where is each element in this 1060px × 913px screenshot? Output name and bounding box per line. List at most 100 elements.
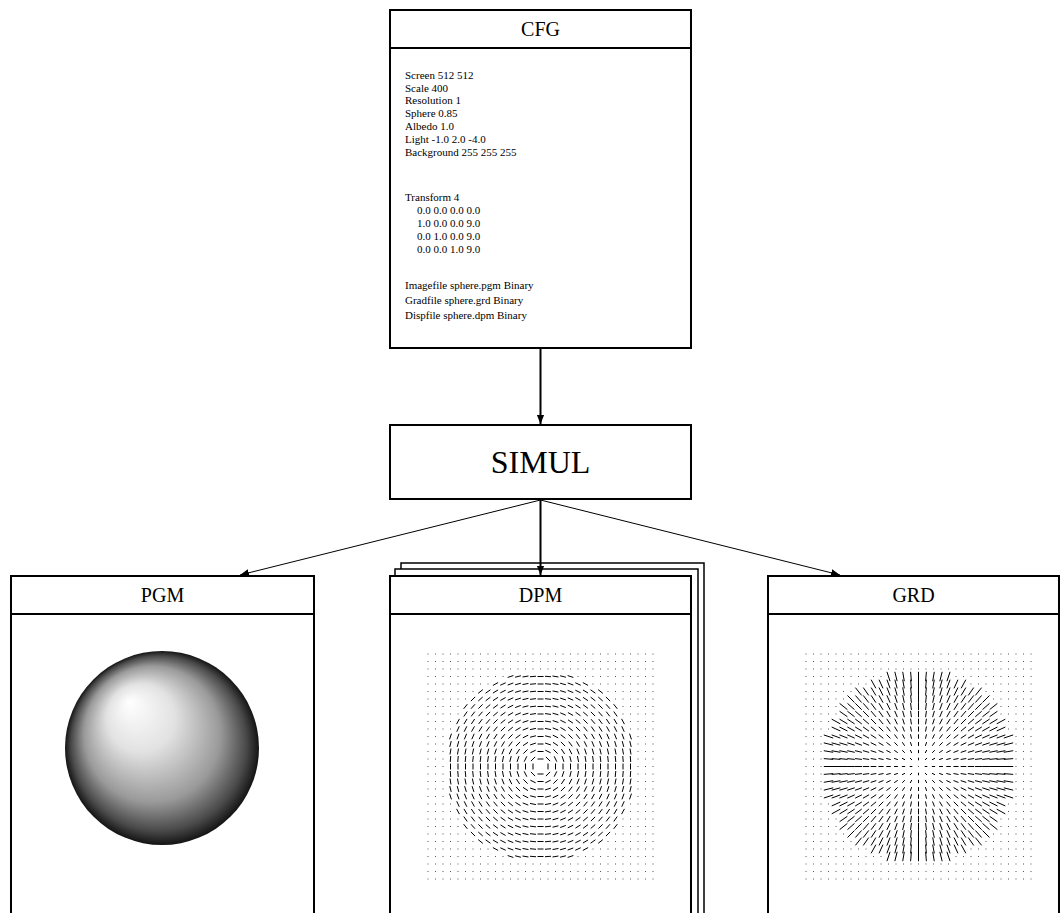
config-line: Transform 4: [405, 190, 459, 204]
field-vector: [530, 743, 536, 745]
field-vector: [493, 683, 498, 686]
grid-dot: [435, 871, 436, 872]
grid-dot: [948, 871, 949, 872]
grid-dot: [465, 856, 466, 857]
field-vector: [982, 727, 989, 731]
grid-dot: [896, 864, 897, 865]
field-vector: [947, 719, 951, 724]
grid-dot: [443, 811, 444, 812]
box-heading-band: PGM: [12, 577, 313, 615]
field-vector: [464, 801, 467, 806]
grid-dot: [555, 669, 556, 670]
field-vector: [493, 705, 498, 709]
grid-dot: [653, 826, 654, 827]
grid-dot: [918, 766, 919, 767]
field-vector: [598, 840, 603, 844]
grid-dot: [465, 871, 466, 872]
field-vector: [553, 779, 557, 783]
field-vector: [961, 743, 967, 746]
field-vector: [501, 720, 506, 724]
grid-dot: [638, 706, 639, 707]
grid-dot: [428, 699, 429, 700]
field-vector: [630, 756, 631, 762]
grid-dot: [653, 849, 654, 850]
field-vector: [975, 830, 981, 837]
field-vector: [523, 749, 527, 753]
field-vector: [989, 735, 997, 738]
field-vector: [887, 816, 890, 822]
field-vector: [832, 766, 841, 767]
grid-dot: [956, 879, 957, 880]
field-vector: [975, 781, 982, 783]
grid-dot: [645, 871, 646, 872]
field-vector: [553, 742, 558, 745]
grid-dot: [593, 849, 594, 850]
field-vector: [457, 756, 459, 762]
grid-dot: [443, 796, 444, 797]
grid-dot: [570, 879, 571, 880]
field-vector: [515, 705, 521, 707]
grid-dot: [465, 699, 466, 700]
grid-dot: [435, 714, 436, 715]
field-vector: [576, 720, 581, 724]
grid-dot: [806, 841, 807, 842]
field-vector: [863, 823, 869, 829]
field-vector: [925, 687, 927, 695]
grid-dot: [993, 684, 994, 685]
grid-dot: [540, 669, 541, 670]
field-vector: [895, 719, 898, 725]
field-vector: [607, 801, 610, 806]
field-vector: [939, 734, 942, 738]
grid-dot: [821, 736, 822, 737]
grid-dot: [813, 834, 814, 835]
field-vector: [847, 743, 854, 745]
grid-dot: [806, 766, 807, 767]
grid-dot: [1016, 819, 1017, 820]
field-vector: [855, 823, 861, 829]
grid-dot: [503, 669, 504, 670]
field-vector: [569, 779, 572, 784]
field-vector: [910, 773, 912, 775]
grid-dot: [821, 721, 822, 722]
grid-dot: [645, 691, 646, 692]
grid-dot: [1008, 691, 1009, 692]
grid-dot: [851, 856, 852, 857]
field-vector: [961, 788, 967, 791]
grid-dot: [963, 871, 964, 872]
field-vector: [903, 680, 905, 689]
grid-dot: [903, 661, 904, 662]
process-box: SIMUL: [389, 424, 692, 500]
field-vector: [479, 734, 482, 739]
field-vector: [990, 816, 998, 821]
field-vector: [465, 741, 467, 747]
field-vector: [879, 751, 884, 753]
grid-dot: [836, 699, 837, 700]
grid-dot: [435, 676, 436, 677]
grid-dot: [978, 661, 979, 662]
field-vector: [894, 794, 897, 798]
field-vector: [450, 794, 452, 800]
field-vector: [622, 801, 624, 806]
field-vector: [615, 741, 617, 747]
field-vector: [954, 711, 958, 717]
grid-dot: [948, 879, 949, 880]
field-vector: [1004, 751, 1013, 753]
field-vector: [932, 758, 935, 760]
grid-dot: [971, 654, 972, 655]
grid-dot: [858, 871, 859, 872]
grid-dot: [918, 879, 919, 880]
field-vector: [478, 824, 482, 828]
field-vector: [568, 734, 572, 738]
field-vector: [606, 697, 610, 701]
grid-dot: [851, 864, 852, 865]
field-vector: [839, 735, 847, 738]
grid-dot: [630, 834, 631, 835]
field-vector: [464, 712, 467, 717]
field-vector: [1004, 781, 1013, 783]
field-vector: [458, 764, 459, 770]
field-vector: [599, 786, 601, 792]
grid-dot: [986, 661, 987, 662]
field-vector: [545, 750, 550, 753]
field-vector: [939, 758, 943, 759]
grid-dot: [645, 856, 646, 857]
